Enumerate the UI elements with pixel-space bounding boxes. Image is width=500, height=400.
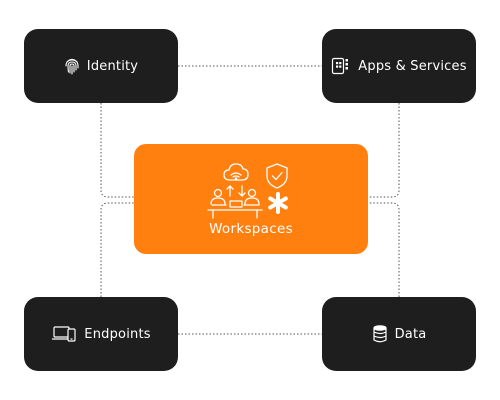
identity-node: Identity [24,29,178,103]
connector-right-lower [368,202,400,297]
connector-left-lower [100,202,134,297]
fingerprint-icon [64,57,80,75]
app-grid-icon [331,57,351,75]
endpoints-node: Endpoints [24,297,178,371]
endpoints-label: Endpoints [84,326,151,342]
data-node: Data [322,297,476,371]
database-icon [372,324,388,344]
devices-icon [51,325,77,343]
connector-right-upper [368,103,400,198]
identity-label: Identity [86,58,139,74]
connector-left-upper [100,103,134,198]
workspaces-label: Workspaces [209,221,293,237]
apps-services-label: Apps & Services [358,58,467,74]
people-cloud-shield-icon [207,163,288,219]
apps-services-node: Apps & Services [322,29,476,103]
workspaces-node: Workspaces [134,144,368,254]
data-label: Data [394,326,427,342]
